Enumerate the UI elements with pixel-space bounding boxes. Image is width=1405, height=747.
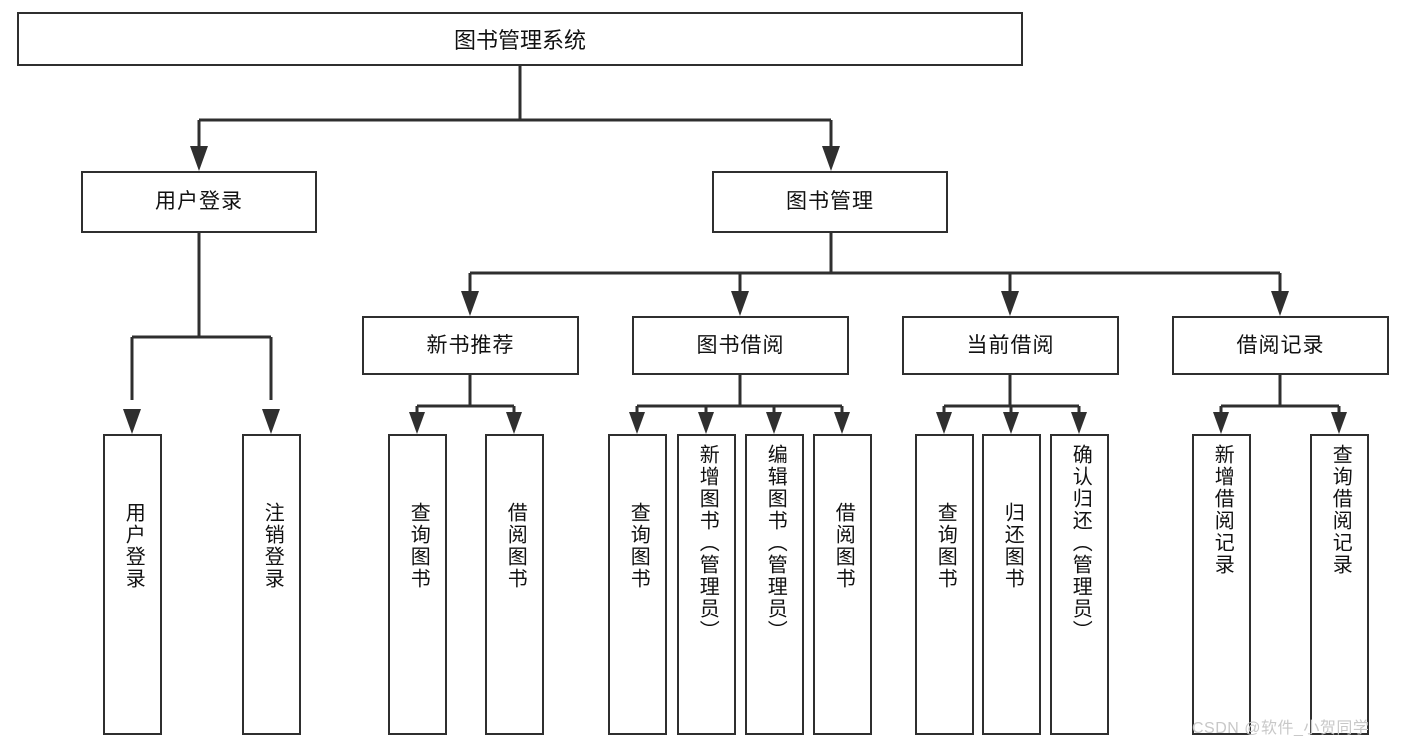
leaf-label: 新增借阅记录 xyxy=(1211,444,1234,576)
node-new-book-recommend[interactable]: 新书推荐 xyxy=(362,316,579,375)
leaf-query-borrow-record[interactable]: 查询借阅记录 xyxy=(1310,434,1369,735)
node-borrow-record[interactable]: 借阅记录 xyxy=(1172,316,1389,375)
leaf-add-book-admin[interactable]: 新增图书（管理员） xyxy=(677,434,736,735)
leaf-logout[interactable]: 注销登录 xyxy=(242,434,301,735)
node-current-borrow[interactable]: 当前借阅 xyxy=(902,316,1119,375)
leaf-label: 新增图书（管理员） xyxy=(696,444,719,642)
leaf-label: 编辑图书（管理员） xyxy=(764,444,787,642)
node-label: 图书管理系统 xyxy=(453,28,586,53)
leaf-label: 查询图书 xyxy=(627,502,650,590)
leaf-label: 确认归还（管理员） xyxy=(1069,444,1092,642)
leaf-label: 归还图书 xyxy=(1001,502,1024,590)
leaf-label: 借阅图书 xyxy=(504,502,527,590)
node-label: 用户登录 xyxy=(155,190,243,214)
watermark: CSDN @软件_小贺同学 xyxy=(1192,720,1370,737)
leaf-label: 用户登录 xyxy=(122,502,145,590)
leaf-query-book-borrow[interactable]: 查询图书 xyxy=(608,434,667,735)
node-user-login[interactable]: 用户登录 xyxy=(81,171,317,233)
leaf-borrow-book-recommend[interactable]: 借阅图书 xyxy=(485,434,544,735)
leaf-label: 查询图书 xyxy=(934,502,957,590)
node-label: 新书推荐 xyxy=(426,333,515,357)
node-label: 当前借阅 xyxy=(966,333,1055,357)
leaf-return-book[interactable]: 归还图书 xyxy=(982,434,1041,735)
leaf-query-book-current[interactable]: 查询图书 xyxy=(915,434,974,735)
leaf-query-book-recommend[interactable]: 查询图书 xyxy=(388,434,447,735)
leaf-edit-book-admin[interactable]: 编辑图书（管理员） xyxy=(745,434,804,735)
node-book-borrow[interactable]: 图书借阅 xyxy=(632,316,849,375)
leaf-label: 注销登录 xyxy=(261,502,284,590)
node-label: 借阅记录 xyxy=(1236,333,1325,357)
leaf-borrow-book[interactable]: 借阅图书 xyxy=(813,434,872,735)
leaf-label: 查询图书 xyxy=(407,502,430,590)
leaf-add-borrow-record[interactable]: 新增借阅记录 xyxy=(1192,434,1251,735)
node-label: 图书管理 xyxy=(786,190,874,214)
node-root-book-management-system[interactable]: 图书管理系统 xyxy=(17,12,1023,66)
leaf-label: 借阅图书 xyxy=(832,502,855,590)
node-book-management[interactable]: 图书管理 xyxy=(712,171,948,233)
leaf-label: 查询借阅记录 xyxy=(1329,444,1352,576)
leaf-user-login[interactable]: 用户登录 xyxy=(103,434,162,735)
node-label: 图书借阅 xyxy=(696,333,785,357)
leaf-confirm-return-admin[interactable]: 确认归还（管理员） xyxy=(1050,434,1109,735)
